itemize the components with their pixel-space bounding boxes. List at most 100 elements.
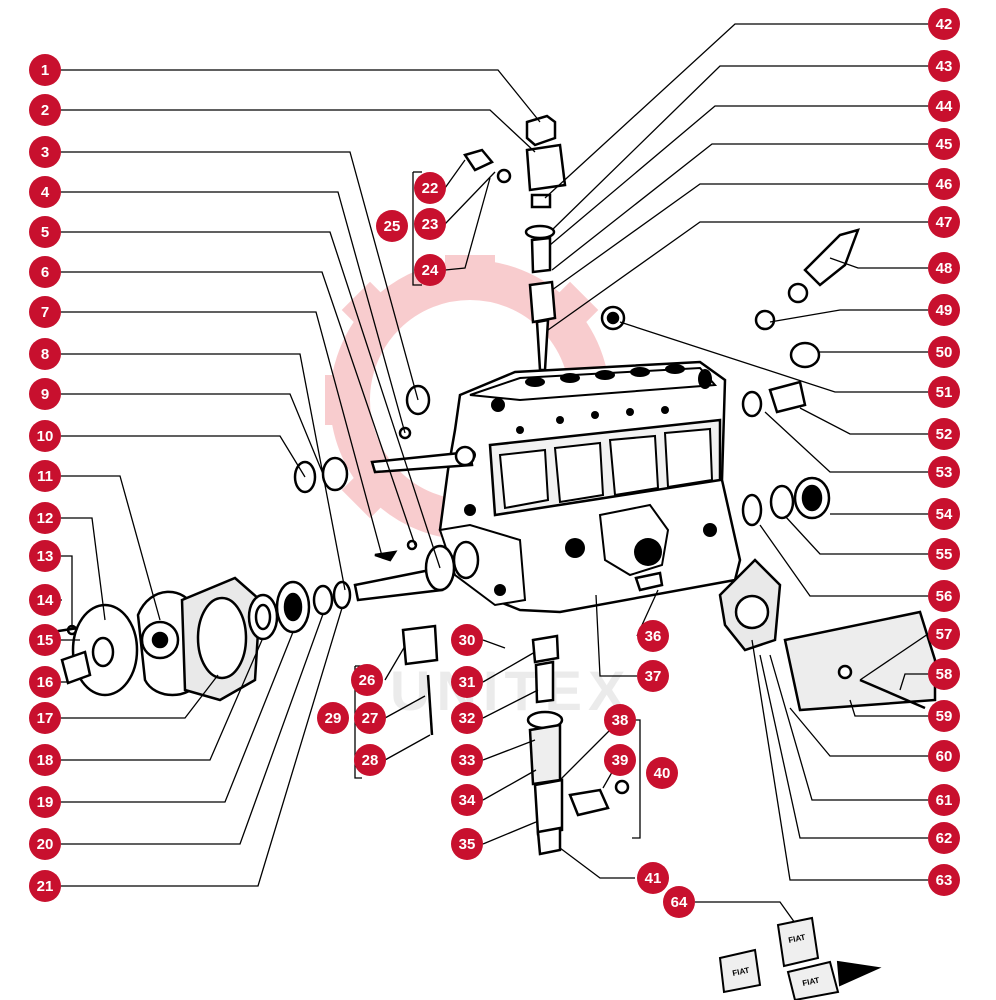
callout-badge: 6 (29, 256, 61, 288)
callout-badge-circle (928, 376, 960, 408)
callout-number-38: 38 (612, 712, 629, 729)
callout-number-46: 46 (936, 176, 953, 193)
callout-number-30: 30 (459, 632, 476, 649)
callout-number-29: 29 (325, 710, 342, 727)
pump-housing (438, 360, 742, 614)
callout-badge-circle (928, 294, 960, 326)
callout-badge-circle (414, 254, 446, 286)
callout-badge-circle (604, 704, 636, 736)
callout-badge-circle (29, 502, 61, 534)
callout-number-4: 4 (41, 184, 50, 201)
callout-number-11: 11 (37, 468, 53, 485)
callout-badge: 36 (637, 620, 669, 652)
callout-badge: 24 (414, 254, 446, 286)
callout-badge: 29 (317, 702, 349, 734)
callout-badge: 28 (354, 744, 386, 776)
callout-badge: 40 (646, 757, 678, 789)
callout-badge: 35 (451, 828, 483, 860)
callout-number-27: 27 (362, 710, 379, 727)
callout-badge-circle (29, 54, 61, 86)
callout-number-58: 58 (936, 666, 953, 683)
callout-badge: 44 (928, 90, 960, 122)
callout-number-31: 31 (459, 674, 476, 691)
camshaft (353, 445, 480, 602)
callout-badge: 13 (29, 540, 61, 572)
callout-badge-circle (29, 338, 61, 370)
callout-badge: 7 (29, 296, 61, 328)
callout-number-63: 63 (936, 872, 953, 889)
callout-badge-circle (29, 176, 61, 208)
callout-badge: 58 (928, 658, 960, 690)
callout-number-23: 23 (422, 216, 439, 233)
callout-number-39: 39 (612, 752, 629, 769)
callout-badge: 19 (29, 786, 61, 818)
callout-number-9: 9 (41, 386, 49, 403)
callout-number-43: 43 (936, 58, 953, 75)
callout-badge-circle (29, 666, 61, 698)
callout-number-45: 45 (936, 136, 953, 153)
callout-number-15: 15 (37, 632, 54, 649)
callout-number-56: 56 (936, 588, 953, 605)
callout-number-64: 64 (671, 894, 688, 911)
callout-badge-circle (451, 624, 483, 656)
callout-number-19: 19 (37, 794, 54, 811)
callout-number-17: 17 (37, 710, 54, 727)
callout-badge: 18 (29, 744, 61, 776)
callout-badge-circle (354, 702, 386, 734)
callout-number-22: 22 (422, 180, 439, 197)
callout-number-18: 18 (37, 752, 54, 769)
callout-badge-circle (29, 786, 61, 818)
callout-badge: 1 (29, 54, 61, 86)
callout-badge-circle (29, 540, 61, 572)
callout-badge: 10 (29, 420, 61, 452)
callout-badge-circle (451, 666, 483, 698)
callout-badge: 51 (928, 376, 960, 408)
callout-badge: 9 (29, 378, 61, 410)
callout-badge: 17 (29, 702, 61, 734)
callout-number-62: 62 (936, 830, 953, 847)
callout-badge: 61 (928, 784, 960, 816)
callout-number-24: 24 (422, 262, 439, 279)
callout-badge: 45 (928, 128, 960, 160)
callout-number-16: 16 (37, 674, 54, 691)
callout-number-8: 8 (41, 346, 49, 363)
callout-badge-circle (928, 784, 960, 816)
callout-number-32: 32 (459, 710, 476, 727)
callout-badge-circle (637, 620, 669, 652)
callout-badge-circle (663, 886, 695, 918)
callout-number-54: 54 (936, 506, 953, 523)
callout-badge-circle (928, 206, 960, 238)
callout-badge-circle (451, 784, 483, 816)
callout-badge-circle (29, 624, 61, 656)
callout-number-7: 7 (41, 304, 49, 321)
callout-number-47: 47 (936, 214, 953, 231)
callout-badge-circle (928, 418, 960, 450)
callout-badge: 60 (928, 740, 960, 772)
callout-number-55: 55 (936, 546, 953, 563)
callout-badge-circle (29, 828, 61, 860)
callout-badge: 21 (29, 870, 61, 902)
callout-badge: 23 (414, 208, 446, 240)
callout-badge: 16 (29, 666, 61, 698)
box-label-2: FIAT (788, 933, 807, 945)
callout-number-34: 34 (459, 792, 476, 809)
callout-number-28: 28 (362, 752, 379, 769)
callout-badge: 30 (451, 624, 483, 656)
callout-number-33: 33 (459, 752, 476, 769)
callout-badge-circle (29, 378, 61, 410)
callout-badges: 1234567891011121314151617181920212223242… (29, 8, 960, 918)
callout-number-36: 36 (645, 628, 662, 645)
callout-badge-circle (376, 210, 408, 242)
callout-badge: 62 (928, 822, 960, 854)
callout-number-26: 26 (359, 672, 376, 689)
callout-badge-circle (637, 862, 669, 894)
callout-badge-circle (29, 256, 61, 288)
callout-number-2: 2 (41, 102, 49, 119)
callout-badge-circle (29, 744, 61, 776)
callout-badge: 14 (29, 584, 61, 616)
callout-badge-circle (354, 744, 386, 776)
callout-badge: 20 (29, 828, 61, 860)
callout-number-25: 25 (384, 218, 401, 235)
